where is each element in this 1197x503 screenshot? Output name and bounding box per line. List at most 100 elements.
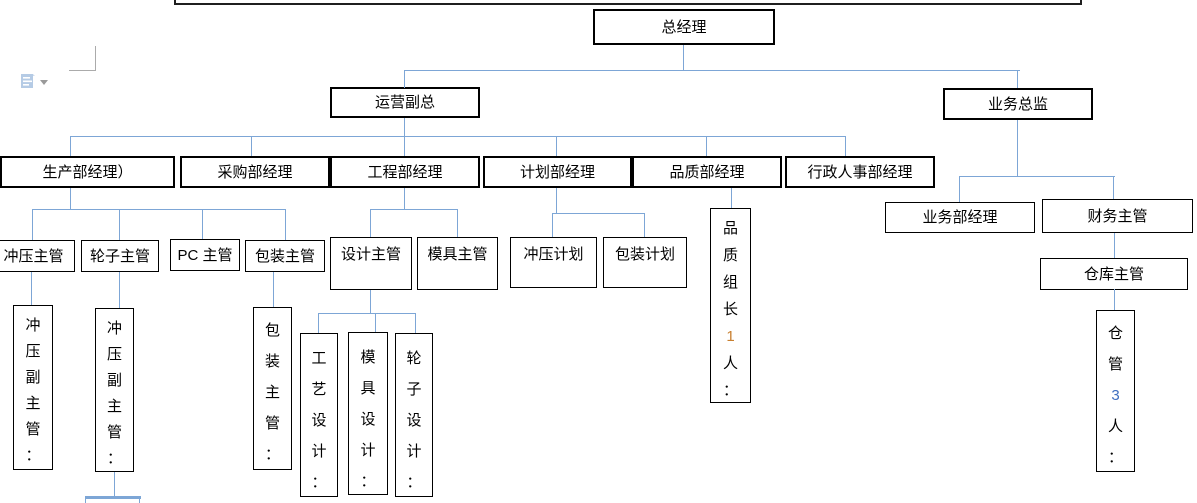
org-node-char: 设 — [360, 411, 376, 428]
connector-line — [1114, 233, 1116, 258]
org-node-business-director[interactable]: 业务总监 — [943, 88, 1093, 120]
org-node-stamping-supervisor[interactable]: 冲压主管 — [0, 240, 75, 272]
org-node-char: 设 — [406, 412, 422, 429]
org-node-char: 1 — [726, 328, 735, 345]
connector-line — [959, 176, 1115, 178]
org-node-char: 包 — [264, 322, 280, 339]
org-node-engineering-manager[interactable]: 工程部经理 — [330, 156, 480, 188]
connector-line — [404, 71, 406, 88]
connector-line — [1017, 71, 1019, 88]
org-node-char: 人 — [722, 355, 738, 372]
org-node-char: 艺 — [311, 381, 327, 398]
connector-line — [202, 210, 204, 239]
org-node-char: 3 — [1111, 387, 1120, 404]
connector-line — [731, 188, 733, 208]
org-node-design-supervisor[interactable]: 设计主管 — [330, 237, 412, 290]
org-node-mold-supervisor[interactable]: 模具主管 — [417, 237, 498, 290]
connector-line — [119, 272, 121, 308]
org-node-packing-supervisor-detail[interactable]: 包装主管 ： — [253, 307, 292, 470]
org-node-char: ： — [1107, 449, 1123, 466]
org-node-char: 计 — [311, 443, 327, 460]
org-node-admin-hr-manager[interactable]: 行政人事部经理 — [785, 156, 935, 188]
connector-line — [404, 137, 406, 156]
connector-line — [415, 314, 417, 333]
connector-line — [1113, 177, 1115, 199]
org-node-char: 计 — [360, 442, 376, 459]
org-node-char: 设 — [311, 412, 327, 429]
org-node-general-manager[interactable]: 总经理 — [593, 9, 775, 45]
org-node-char: ： — [360, 473, 376, 490]
org-node-char: ： — [722, 382, 738, 399]
org-node-business-dept-manager[interactable]: 业务部经理 — [885, 202, 1035, 233]
org-node-quality-manager[interactable]: 品质部经理 — [632, 156, 782, 188]
connector-line — [404, 70, 1020, 72]
org-node-process-designer[interactable]: 工艺设计： — [300, 333, 338, 497]
org-node-char: 组 — [722, 274, 738, 291]
org-node-char: 管 — [25, 421, 41, 438]
org-node-char: 人 — [1107, 418, 1123, 435]
frame-border-partial — [174, 3, 1082, 5]
connector-line — [556, 137, 558, 156]
connector-line — [370, 209, 458, 211]
org-node-operations-vp[interactable]: 运营副总 — [330, 87, 480, 118]
org-node-char: 主 — [25, 395, 41, 412]
connector-line — [318, 314, 320, 333]
org-node-stamping-planner[interactable]: 冲压计划 — [510, 237, 597, 288]
connector-line — [32, 209, 286, 211]
org-node-finance-supervisor[interactable]: 财务主管 — [1042, 199, 1193, 233]
paste-options-button[interactable] — [20, 71, 54, 91]
dropdown-arrow-icon — [40, 79, 48, 85]
org-node-char: 副 — [106, 372, 122, 389]
org-node-packing-supervisor[interactable]: 包装主管 — [245, 240, 325, 272]
org-node-char: 管 — [106, 424, 122, 441]
connector-line — [1017, 120, 1019, 176]
connector-line — [70, 137, 72, 156]
org-node-production-manager[interactable]: 生产部经理） — [0, 156, 175, 188]
org-node-char: 冲 — [25, 317, 41, 334]
connector-line — [273, 272, 275, 307]
org-node-purchasing-manager[interactable]: 采购部经理 — [180, 156, 330, 188]
connector-line — [70, 188, 72, 209]
connector-line — [85, 498, 87, 503]
org-node-wheel-supervisor[interactable]: 轮子主管 — [81, 240, 159, 272]
connector-line — [31, 272, 33, 305]
org-node-char: 管 — [264, 415, 280, 432]
org-node-char: ： — [311, 474, 327, 491]
connector-line — [404, 118, 406, 137]
org-node-char: 压 — [25, 343, 41, 360]
org-node-wheel-designer[interactable]: 轮子设计： — [395, 333, 433, 497]
org-node-planning-manager[interactable]: 计划部经理 — [483, 156, 632, 188]
org-node-char: 主 — [264, 384, 280, 401]
connector-line — [114, 472, 116, 497]
clipboard-icon — [21, 73, 35, 88]
org-node-stamping-deputy-supervisor-2[interactable]: 冲压副主管： — [95, 308, 134, 472]
org-node-char: 质 — [722, 247, 738, 264]
connector-line — [556, 188, 558, 213]
org-node-char: 长 — [722, 301, 738, 318]
org-node-char: ： — [25, 447, 41, 464]
org-node-char: 轮 — [406, 350, 422, 367]
org-node-packing-planner[interactable]: 包装计划 — [603, 237, 687, 288]
connector-line — [285, 210, 287, 240]
org-node-stamping-deputy-supervisor-1[interactable]: 冲压副主管： — [13, 305, 53, 470]
connector-line — [32, 210, 34, 240]
connector-line — [370, 290, 372, 313]
connector-line — [119, 210, 121, 240]
connector-line — [959, 177, 961, 202]
org-node-warehouse-supervisor[interactable]: 仓库主管 — [1040, 258, 1188, 290]
org-node-char: ： — [264, 446, 280, 463]
connector-line — [706, 137, 708, 156]
org-node-char: 压 — [106, 346, 122, 363]
text-boundary-mark — [69, 70, 96, 71]
org-node-char: 具 — [360, 380, 376, 397]
connector-line — [370, 210, 372, 237]
org-node-char: 装 — [264, 353, 280, 370]
org-node-mold-designer[interactable]: 模具设计 ： — [348, 332, 388, 495]
org-node-pc-supervisor[interactable]: PC 主管 — [170, 239, 240, 271]
org-node-char: 主 — [106, 398, 122, 415]
connector-line — [1114, 289, 1116, 310]
org-node-char: 模 — [360, 349, 376, 366]
